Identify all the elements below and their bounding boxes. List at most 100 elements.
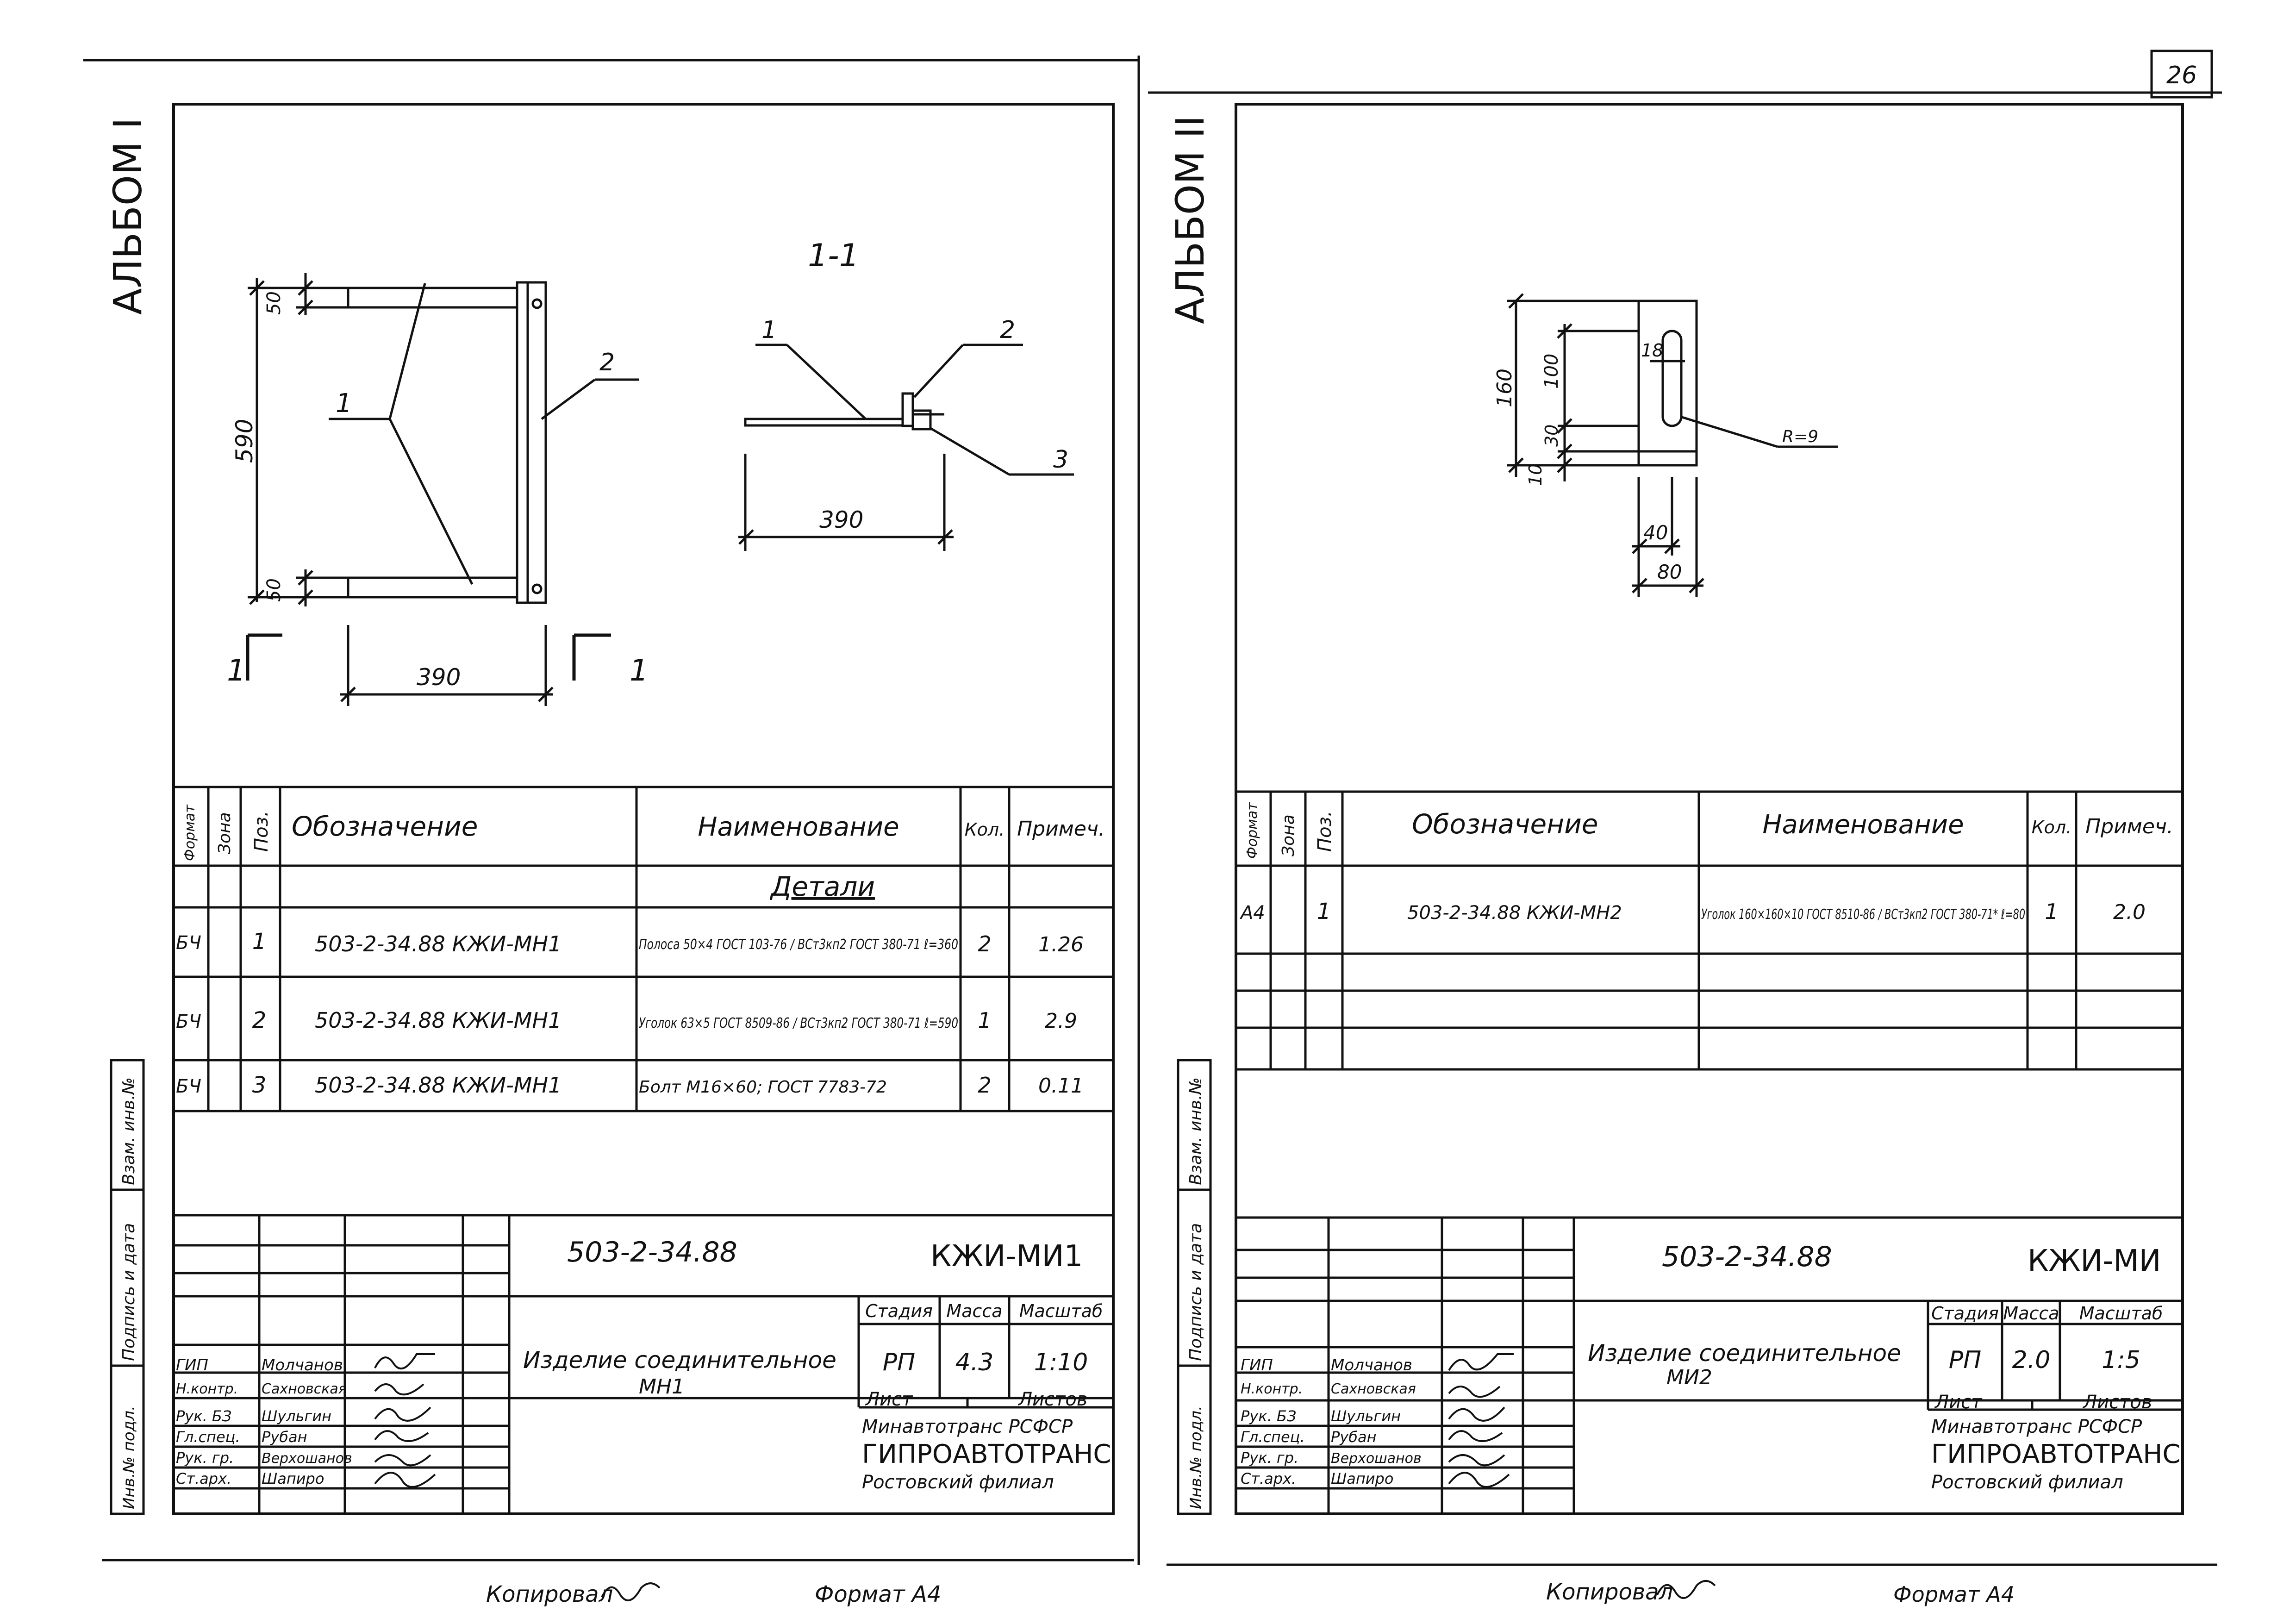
dim-390-plan: 390 bbox=[417, 664, 461, 691]
r-row1-format: А4 bbox=[1239, 902, 1265, 924]
hdr-designation: Обозначение bbox=[292, 811, 478, 842]
sec-callout-3: 3 bbox=[1053, 446, 1068, 474]
row2-note: 2.9 bbox=[1045, 1009, 1077, 1033]
hdr-pos: Поз. bbox=[251, 811, 272, 852]
left-side-podpis: Подпись и дата bbox=[119, 1223, 138, 1361]
left-tb-org1: Минавтотранс РСФСР bbox=[862, 1416, 1073, 1437]
right-tb-stage: РП bbox=[1949, 1346, 1981, 1374]
staff-name: Рубан bbox=[262, 1428, 307, 1446]
left-footer-copied: Копировал bbox=[486, 1581, 613, 1607]
section-mark-right: 1 bbox=[630, 654, 649, 688]
row3-name: Болт М16×60; ГОСТ 7783-72 bbox=[639, 1078, 887, 1097]
dim-50-bottom: 50 bbox=[263, 578, 285, 602]
r-row1-note: 2.0 bbox=[2113, 900, 2146, 924]
staff-name: Верхошанов bbox=[262, 1450, 352, 1467]
right-tb-scale-label: Масштаб bbox=[2079, 1303, 2163, 1324]
hdr-designation: Обозначение bbox=[1412, 808, 1598, 840]
row1-qty: 2 bbox=[978, 931, 991, 956]
staff-name: Шульгин bbox=[262, 1407, 331, 1425]
dim-80: 80 bbox=[1657, 561, 1682, 583]
staff-role: Рук. БЗ bbox=[176, 1407, 231, 1425]
row1-note: 1.26 bbox=[1038, 933, 1084, 956]
dim-160: 160 bbox=[1493, 369, 1516, 407]
dim-100: 100 bbox=[1541, 354, 1562, 389]
right-album-label: АЛЬБОМ II bbox=[1167, 115, 1213, 324]
left-tb-stage: РП bbox=[883, 1349, 915, 1376]
left-side-stamp bbox=[110, 1059, 145, 1515]
hdr-qty: Кол. bbox=[2032, 817, 2072, 837]
dim-390-section: 390 bbox=[819, 506, 863, 533]
right-tb-item-name: Изделие соединительное bbox=[1588, 1340, 1901, 1367]
left-album-label: АЛЬБОМ I bbox=[105, 118, 150, 315]
hdr-name: Наименование bbox=[698, 812, 899, 842]
hdr-note: Примеч. bbox=[1017, 817, 1105, 841]
sheet-frame bbox=[83, 56, 2222, 1566]
staff-name: Шапиро bbox=[262, 1470, 324, 1487]
hdr-pos: Поз. bbox=[1314, 811, 1335, 852]
row1-name: Полоса 50×4 ГОСТ 103-76 / ВСт3кп2 ГОСТ 3… bbox=[639, 937, 958, 953]
left-tb-mass-label: Масса bbox=[946, 1301, 1002, 1321]
left-spec-row: БЧ 1 503-2-34.88 КЖИ-МН1 Полоса 50×4 ГОС… bbox=[176, 929, 1084, 956]
left-side-vzam: Взам. инв.№ bbox=[119, 1077, 138, 1185]
right-inner-frame bbox=[1235, 103, 2184, 1515]
section-label: 1-1 bbox=[808, 237, 859, 274]
hdr-zone: Зона bbox=[1279, 814, 1298, 856]
hdr-format: Формат bbox=[1244, 802, 1260, 859]
left-staff-list: ГИП Молчанов Н.контр. Сахновская Рук. БЗ… bbox=[176, 1356, 352, 1487]
left-tb-code: 503-2-34.88 bbox=[567, 1236, 737, 1268]
right-side-inv: Инв.№ подл. bbox=[1187, 1405, 1205, 1509]
right-tb-mass-label: Масса bbox=[2003, 1303, 2059, 1324]
r-row1-designation: 503-2-34.88 КЖИ-МН2 bbox=[1407, 902, 1622, 924]
right-staff-list: ГИП Молчанов Н.контр. Сахновская Рук. БЗ… bbox=[1241, 1356, 1422, 1487]
right-tb-org1: Минавтотранс РСФСР bbox=[1931, 1416, 2142, 1437]
right-tb-item-code: МИ2 bbox=[1666, 1366, 1712, 1389]
row1-pos: 1 bbox=[252, 929, 267, 955]
staff-role: ГИП bbox=[176, 1356, 208, 1374]
right-sheet: АЛЬБОМ II bbox=[1167, 103, 2184, 1607]
left-spec-row: БЧ 2 503-2-34.88 КЖИ-МН1 Уголок 63×5 ГОС… bbox=[176, 1007, 1077, 1033]
left-signatures bbox=[374, 1353, 436, 1488]
staff-role: Ст.арх. bbox=[176, 1470, 231, 1487]
dim-40: 40 bbox=[1643, 521, 1668, 544]
staff-role: ГИП bbox=[1241, 1356, 1273, 1374]
staff-name: Верхошанов bbox=[1331, 1450, 1422, 1467]
hdr-name: Наименование bbox=[1762, 810, 1964, 840]
right-signatures bbox=[1448, 1353, 1514, 1488]
right-tb-mark: КЖИ-МИ bbox=[2028, 1244, 2161, 1278]
hdr-zone: Зона bbox=[215, 812, 234, 854]
staff-name: Рубан bbox=[1331, 1428, 1377, 1446]
right-plate-view bbox=[1507, 293, 1838, 597]
row2-designation: 503-2-34.88 КЖИ-МН1 bbox=[315, 1008, 562, 1033]
right-tb-code: 503-2-34.88 bbox=[1662, 1241, 1832, 1273]
left-footer-signature bbox=[601, 1582, 661, 1601]
left-tb-mass: 4.3 bbox=[955, 1349, 994, 1376]
left-section-view bbox=[738, 344, 1074, 551]
row2-format: БЧ bbox=[176, 1011, 201, 1032]
staff-name: Сахновская bbox=[1331, 1381, 1416, 1397]
section-title-details: Детали bbox=[769, 871, 875, 902]
r-row1-qty: 1 bbox=[2045, 899, 2058, 924]
staff-name: Шульгин bbox=[1331, 1407, 1401, 1425]
right-footer-copied: Копировал bbox=[1546, 1579, 1673, 1605]
dim-590: 590 bbox=[231, 419, 258, 463]
row1-designation: 503-2-34.88 КЖИ-МН1 bbox=[315, 931, 562, 956]
left-footer-format: Формат А4 bbox=[815, 1581, 941, 1607]
right-side-stamp bbox=[1177, 1059, 1212, 1515]
left-spec-row: БЧ 3 503-2-34.88 КЖИ-МН1 Болт М16×60; ГО… bbox=[176, 1072, 1084, 1098]
left-tb-scale: 1:10 bbox=[1034, 1349, 1088, 1376]
left-tb-item-code: МН1 bbox=[639, 1375, 685, 1399]
right-tb-sheets-label: Листов bbox=[2082, 1392, 2152, 1413]
row2-pos: 2 bbox=[252, 1007, 267, 1033]
staff-role: Гл.спец. bbox=[1241, 1428, 1305, 1446]
row3-format: БЧ bbox=[176, 1076, 201, 1097]
section-mark-left: 1 bbox=[227, 654, 246, 688]
row3-pos: 3 bbox=[252, 1072, 267, 1098]
left-tb-scale-label: Масштаб bbox=[1019, 1301, 1103, 1321]
left-side-inv: Инв.№ подл. bbox=[120, 1405, 138, 1509]
page-number-box bbox=[2150, 50, 2213, 99]
right-title-block bbox=[1236, 1216, 2183, 1514]
hdr-qty: Кол. bbox=[965, 819, 1005, 840]
row3-note: 0.11 bbox=[1038, 1074, 1084, 1098]
staff-role: Н.контр. bbox=[176, 1381, 238, 1397]
right-tb-mass: 2.0 bbox=[2012, 1346, 2051, 1374]
